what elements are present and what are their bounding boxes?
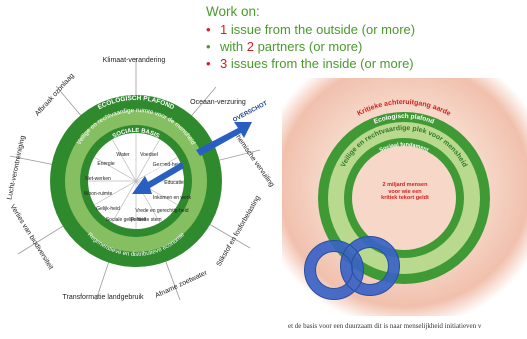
center-text: 2 miljard mensen voor wie een kritiek te…	[381, 182, 429, 201]
outer-label-zoetwater: Afname zoetwater	[154, 269, 209, 299]
center-text-box: 2 miljard mensen voor wie een kritiek te…	[381, 182, 429, 201]
inner-label-vrede: Vrede en gerechtig-heid	[135, 208, 188, 214]
outer-label-oceaan: Oceaan-verzuring	[190, 99, 246, 106]
inner-label-water: Water	[116, 152, 129, 158]
inner-label-voedsel: Voedsel	[140, 152, 158, 158]
inner-label-gezondheid: Gezond-heid	[153, 162, 182, 168]
inner-label-netwerken: Net-werken	[85, 176, 111, 182]
outer-label-biodiversiteit: Verlies van biodiversiteit	[8, 204, 54, 271]
bottom-strip	[282, 316, 527, 334]
outer-label-klimaat: Klimaat-verandering	[103, 57, 166, 64]
work-on-items: •1 issue from the outside (or more) •wit…	[206, 21, 526, 72]
outer-label-stikstof: Stikstof en fosforbelasting	[216, 195, 262, 268]
work-on-item-inside: •3 issues from the inside (or more)	[206, 56, 414, 71]
inner-label-inkomen: Inkomen en werk	[153, 195, 192, 201]
right-fundament-label: Sociaal fundament	[379, 142, 430, 154]
inner-segment-lines	[88, 133, 184, 229]
inner-label-gelijkheid: Gelijk-heid	[96, 206, 120, 212]
right-inner-circle	[352, 146, 456, 250]
inner-labels: Water Voedsel Gezond-heid Educatie Inkom…	[84, 152, 192, 223]
inner-label-educatie: Educatie	[164, 180, 184, 186]
doughnut-diagram-left: ECOLOGISCH PLAFOND Veilige en rechtvaard…	[6, 57, 275, 301]
outer-label-ozonlaag: Afbraak ozonlaag	[34, 72, 76, 117]
social-basis-label: SOCIALE BASIS	[112, 128, 160, 140]
work-on-item-outside: •1 issue from the outside (or more)	[206, 22, 416, 37]
inner-label-energie: Energie	[97, 161, 114, 167]
outer-label-chemische: Chemische vervuiling	[231, 130, 275, 189]
work-on-list: Work on: •1 issue from the outside (or m…	[206, 4, 526, 72]
partner-ring-left	[304, 240, 364, 300]
work-on-item-partners: •with 2 partners (or more)	[206, 39, 363, 54]
outer-label-lucht: Lucht-verontreiniging	[6, 135, 26, 201]
footer-text: et de basis voor een duurzaam dit is naa…	[288, 322, 482, 330]
doughnut-diagram-right: Kritieke achteruitgang aarde Ecologisch …	[282, 78, 527, 334]
inner-label-sociale-gelijkheid: Sociale gelijk-heid	[106, 217, 147, 223]
doughnut-left-svg: ECOLOGISCH PLAFOND Veilige en rechtvaard…	[6, 57, 275, 301]
outer-label-landgebruik: Transformatie landgebruik	[62, 294, 144, 301]
partner-ring-outlines	[304, 236, 400, 300]
doughnut-right-svg: Kritieke achteruitgang aarde Ecologisch …	[282, 78, 527, 334]
inner-label-politieke-stem: Politieke stem	[130, 217, 161, 223]
work-on-heading: Work on:	[206, 4, 260, 19]
overshoot-arrow: OVERSCHOT	[196, 100, 269, 156]
partner-rings	[304, 236, 400, 300]
partner-ring-right	[340, 236, 400, 296]
inner-label-woonruimte: Woon-ruimte	[84, 191, 113, 197]
